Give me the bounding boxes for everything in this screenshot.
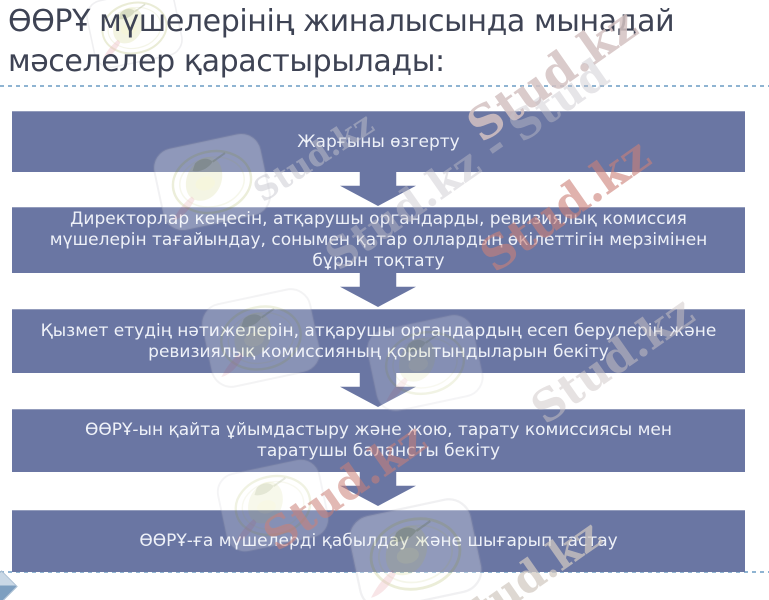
process-box-5: ӨӨРҰ-ға мүшелерді қабылдау және шығарып …: [12, 510, 745, 572]
down-arrow-3: [340, 372, 416, 407]
bottom-dashed-divider: [0, 571, 769, 573]
process-box-4-label: ӨӨРҰ-ын қайта ұйымдастыру және жою, тара…: [85, 420, 672, 461]
process-box-1-label: Жарғыны өзгерту: [297, 131, 460, 152]
down-arrow-1: [340, 171, 416, 206]
process-box-4: ӨӨРҰ-ын қайта ұйымдастыру және жою, тара…: [12, 409, 745, 472]
corner-diamond-ornament: [0, 570, 18, 600]
down-arrow-2: [340, 272, 416, 307]
process-box-3: Қызмет етудің нәтижелерін, атқарушы орга…: [12, 309, 745, 373]
process-box-5-label: ӨӨРҰ-ға мүшелерді қабылдау және шығарып …: [139, 531, 618, 551]
top-dashed-divider: [0, 85, 769, 87]
slide-title: ӨӨРҰ мүшелерінің жиналысында мынадай мәс…: [8, 4, 675, 79]
process-box-3-label: Қызмет етудің нәтижелерін, атқарушы орга…: [40, 320, 717, 362]
down-arrow-4: [340, 471, 416, 506]
process-box-2: Директорлар кеңесін, атқарушы органдарды…: [12, 207, 745, 273]
process-box-1: Жарғыны өзгерту: [12, 111, 745, 172]
process-box-2-label: Директорлар кеңесін, атқарушы органдарды…: [49, 209, 708, 271]
